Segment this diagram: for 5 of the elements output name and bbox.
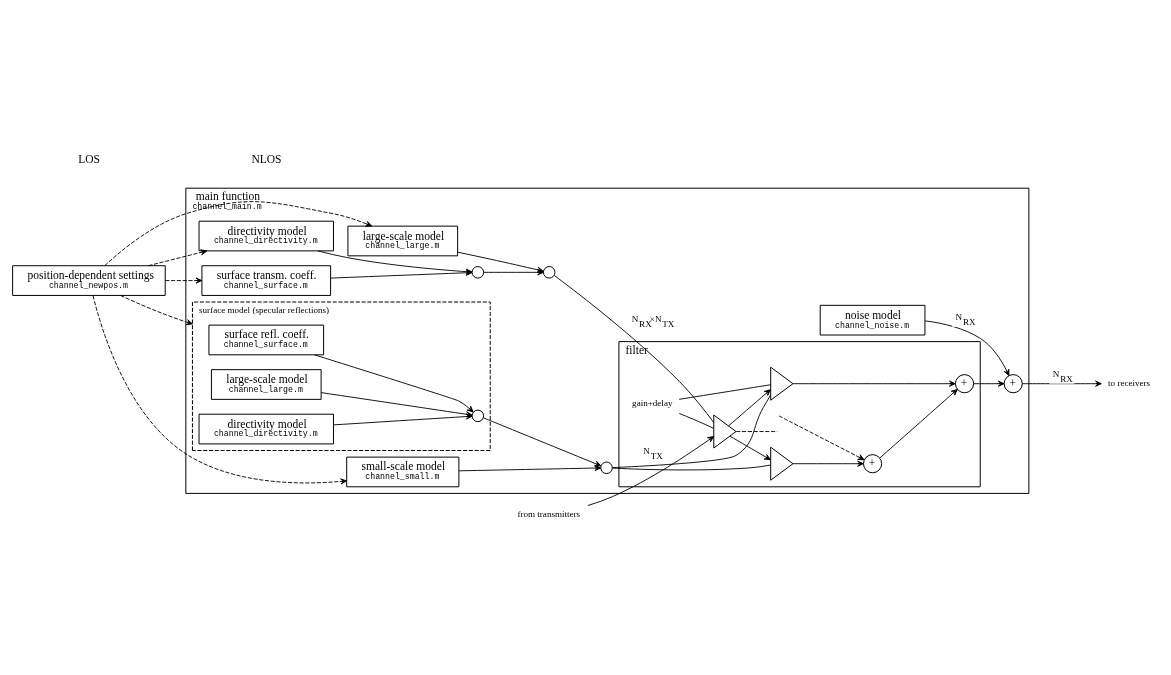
- label: LOS: [78, 153, 100, 166]
- node-text: from transmitters: [517, 509, 581, 520]
- label: NLOS: [251, 153, 282, 166]
- node-text: to receivers: [1108, 378, 1151, 388]
- node-text: gain+delay: [632, 397, 673, 408]
